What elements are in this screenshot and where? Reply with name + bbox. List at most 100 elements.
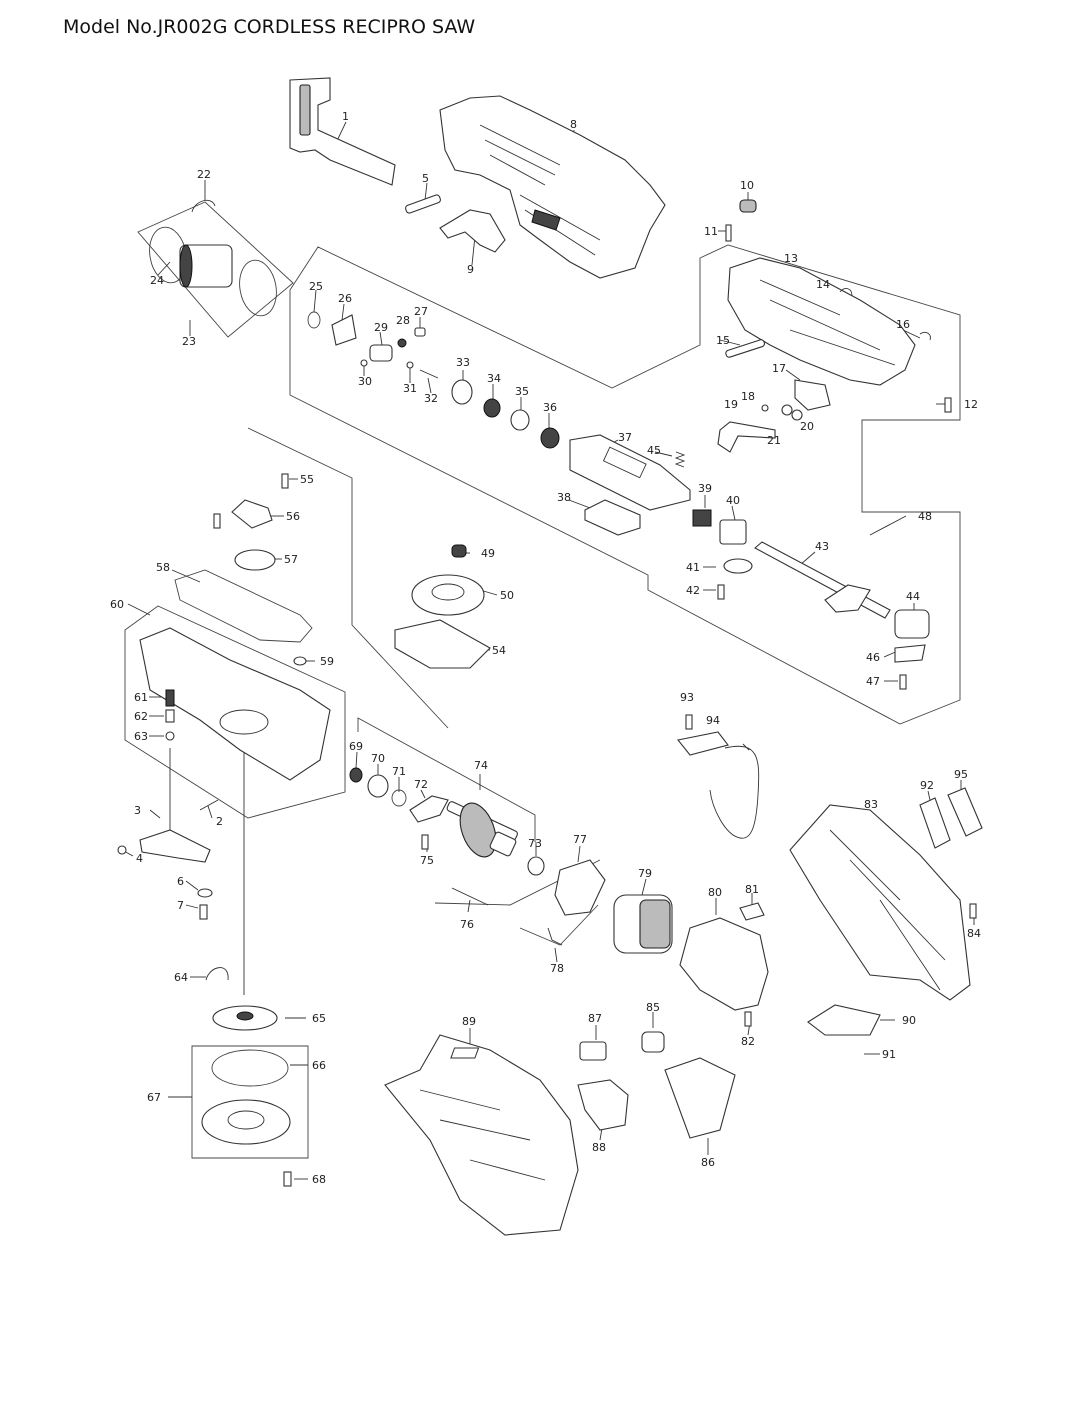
part-83-ribs bbox=[829, 829, 946, 991]
part-8-label bbox=[531, 209, 561, 231]
part-75-screw bbox=[421, 834, 429, 850]
part-11-screw bbox=[725, 224, 732, 242]
part-43-crank bbox=[824, 584, 871, 613]
part-60-bore bbox=[219, 709, 269, 735]
part-70-bearing bbox=[367, 774, 389, 798]
callout-44: 44 bbox=[906, 590, 920, 603]
leader-line bbox=[554, 947, 558, 963]
callout-27: 27 bbox=[414, 305, 428, 318]
part-drawings bbox=[117, 77, 983, 1236]
part-10-cap bbox=[739, 199, 757, 213]
callout-54: 54 bbox=[492, 644, 506, 657]
leader-line bbox=[420, 789, 426, 799]
callout-91: 91 bbox=[882, 1048, 896, 1061]
callout-48: 48 bbox=[918, 510, 932, 523]
callout-labels: 1 2 3 4 5 6 7 8 9 10 11 12 13 14 15 16 1… bbox=[110, 110, 981, 1186]
part-7-screw bbox=[199, 904, 208, 920]
callout-90: 90 bbox=[902, 1014, 916, 1027]
leader-line bbox=[185, 904, 199, 909]
leader-line bbox=[313, 289, 317, 313]
part-66-oring bbox=[211, 1049, 289, 1087]
leader-line bbox=[641, 878, 647, 896]
leader-line bbox=[799, 551, 816, 566]
callout-84: 84 bbox=[967, 927, 981, 940]
callout-18: 18 bbox=[741, 390, 755, 403]
callout-86: 86 bbox=[701, 1156, 715, 1169]
callout-82: 82 bbox=[741, 1035, 755, 1048]
part-84-screw bbox=[969, 903, 977, 919]
part-59-washer bbox=[293, 656, 307, 666]
callout-8: 8 bbox=[570, 118, 577, 131]
part-73-bearing bbox=[527, 856, 545, 876]
callout-45: 45 bbox=[647, 444, 661, 457]
callout-62: 62 bbox=[134, 710, 148, 723]
part-34-seal bbox=[483, 398, 501, 418]
part-39-block bbox=[692, 509, 712, 527]
callout-23: 23 bbox=[182, 335, 196, 348]
callout-40: 40 bbox=[726, 494, 740, 507]
callout-41: 41 bbox=[686, 561, 700, 574]
callout-38: 38 bbox=[557, 491, 571, 504]
part-26-holder bbox=[331, 314, 357, 346]
leader-line bbox=[379, 331, 383, 346]
callout-94: 94 bbox=[706, 714, 720, 727]
part-31-pin bbox=[406, 361, 414, 369]
callout-79: 79 bbox=[638, 867, 652, 880]
callout-65: 65 bbox=[312, 1012, 326, 1025]
callout-22: 22 bbox=[197, 168, 211, 181]
callout-70: 70 bbox=[371, 752, 385, 765]
part-65-hub bbox=[236, 1011, 254, 1021]
leader-line bbox=[902, 329, 921, 339]
callout-74: 74 bbox=[474, 759, 488, 772]
callout-66: 66 bbox=[312, 1059, 326, 1072]
part-3-bracket bbox=[139, 829, 211, 863]
part-94-terminal bbox=[677, 731, 729, 756]
callout-3: 3 bbox=[134, 804, 141, 817]
part-24-ring-b bbox=[239, 259, 277, 317]
part-20-ring-b bbox=[791, 409, 803, 421]
part-45-spring bbox=[674, 451, 686, 468]
callout-5: 5 bbox=[422, 172, 429, 185]
part-37-window bbox=[602, 446, 647, 479]
callout-20: 20 bbox=[800, 420, 814, 433]
leader-line bbox=[869, 515, 907, 536]
part-40-block bbox=[719, 519, 747, 545]
leader-line bbox=[927, 790, 931, 801]
callout-26: 26 bbox=[338, 292, 352, 305]
part-36-bearing bbox=[540, 427, 560, 449]
part-6-washer bbox=[197, 888, 213, 898]
part-83-housing bbox=[789, 804, 971, 1001]
callout-32: 32 bbox=[424, 392, 438, 405]
leader-line bbox=[185, 880, 199, 891]
callout-77: 77 bbox=[573, 833, 587, 846]
callout-28: 28 bbox=[396, 314, 410, 327]
callout-80: 80 bbox=[708, 886, 722, 899]
part-13-ribs bbox=[759, 279, 896, 366]
part-90-cover bbox=[807, 1004, 881, 1036]
group-outline-60 bbox=[124, 605, 346, 819]
leader-line bbox=[577, 845, 581, 863]
part-69-ring bbox=[349, 767, 363, 783]
callout-36: 36 bbox=[543, 401, 557, 414]
callout-49: 49 bbox=[481, 547, 495, 560]
leader-line bbox=[157, 261, 171, 276]
callout-15: 15 bbox=[716, 334, 730, 347]
part-54-bracket bbox=[394, 619, 491, 669]
part-16-clip bbox=[919, 331, 931, 341]
leader-line bbox=[719, 339, 741, 346]
callout-60: 60 bbox=[110, 598, 124, 611]
part-22-clip bbox=[191, 199, 216, 213]
part-38-plate bbox=[584, 499, 641, 536]
part-8-grip-lines bbox=[479, 124, 601, 256]
part-79-stator-coils bbox=[639, 899, 671, 949]
part-33-bearing bbox=[451, 379, 473, 405]
leader-line bbox=[467, 899, 471, 913]
callout-93: 93 bbox=[680, 691, 694, 704]
callout-87: 87 bbox=[588, 1012, 602, 1025]
callout-19: 19 bbox=[724, 398, 738, 411]
part-68-screw bbox=[283, 1171, 292, 1187]
part-43-shaft bbox=[754, 541, 891, 619]
group-outline-gear-housing bbox=[289, 244, 961, 725]
callout-4: 4 bbox=[136, 852, 143, 865]
